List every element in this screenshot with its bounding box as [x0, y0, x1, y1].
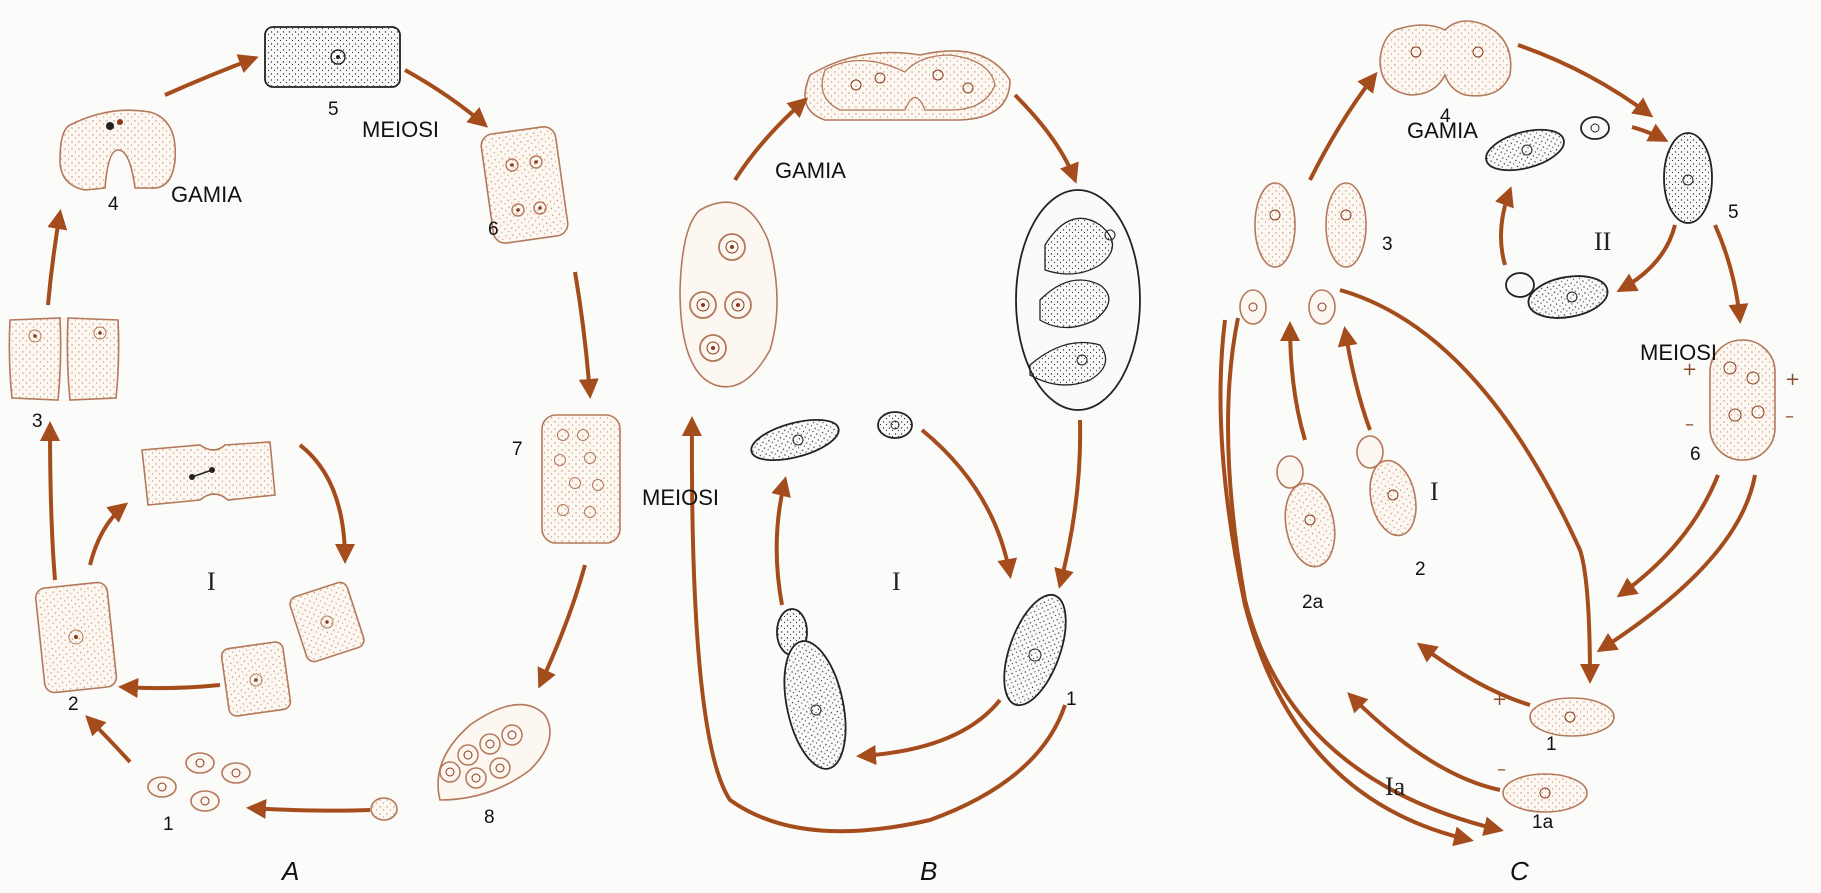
panel-b-diploid-ascus	[1016, 190, 1140, 410]
panel-c-cell-4	[1380, 21, 1511, 96]
panel-c-diploid-budding	[1506, 270, 1611, 323]
panel-c-sign-plus-right: +	[1785, 369, 1800, 390]
panel-c-letter: C	[1510, 856, 1529, 886]
panel-c-num-4: 4	[1440, 106, 1451, 127]
panel-a-num-5: 5	[328, 99, 339, 120]
panel-b-diploid-top-right	[878, 412, 912, 438]
panel-c-sign-minus-1a: –	[1497, 759, 1506, 780]
panel-a-cell-7	[542, 415, 620, 543]
panel-c-cell-3	[1240, 183, 1366, 324]
panel-a-cell-4	[60, 110, 175, 190]
panel-c-cycle-label-i: I	[1430, 477, 1439, 506]
panel-a-letter: A	[280, 856, 299, 886]
panel-b-meiosi-label: MEIOSI	[642, 485, 719, 510]
panel-a-num-8: 8	[484, 807, 495, 828]
panel-a-inner-cell-left	[221, 641, 292, 717]
panel-c-sign-plus-1: +	[1492, 689, 1507, 710]
panel-a-cycle-label: I	[207, 567, 216, 596]
panel-a-num-4: 4	[108, 194, 119, 215]
panel-c-sign-plus-left: +	[1682, 359, 1697, 380]
panel-b-diploid-budding	[774, 609, 856, 774]
panel-c-num-6: 6	[1690, 444, 1701, 465]
panel-a-cell-8	[371, 705, 550, 820]
panel-a-gamia-label: GAMIA	[171, 182, 242, 207]
panel-c-sign-minus-left: –	[1685, 414, 1694, 435]
panel-a-cell-1	[148, 753, 250, 811]
panel-a-num-7: 7	[512, 439, 523, 460]
panel-c-num-2: 2	[1415, 559, 1426, 580]
panel-b-cell-top	[805, 51, 1010, 120]
panel-b-cycle-label: I	[892, 567, 901, 596]
panel-c-num-5: 5	[1728, 202, 1739, 223]
panel-b-diploid-top-left	[747, 412, 843, 468]
panel-c: GAMIA MEIOSI II I Ia 1 1a 2 2a 3 4 5 6 +…	[1221, 21, 1801, 886]
panel-a-inner-cell-right	[288, 580, 366, 663]
panel-c-cycle-label-ia: Ia	[1385, 772, 1406, 801]
panel-a-cell-3	[9, 318, 118, 400]
panel-c-cell-2	[1357, 436, 1422, 540]
panel-a: MEIOSI GAMIA I 1 2 3 4 5 6 7 8 A	[9, 27, 620, 886]
panel-c-num-3: 3	[1382, 234, 1393, 255]
panel-b-letter: B	[920, 856, 937, 886]
panel-a-num-2: 2	[68, 694, 79, 715]
panel-c-num-2a: 2a	[1302, 592, 1324, 613]
panel-a-meiosi-label: MEIOSI	[362, 117, 439, 142]
panel-c-diploid-a	[1482, 117, 1609, 178]
panel-c-meiosi-label: MEIOSI	[1640, 340, 1717, 365]
panel-c-cycle-label-ii: II	[1594, 227, 1611, 256]
panel-c-cell-1	[1530, 698, 1614, 736]
panel-b-ascus	[680, 202, 777, 387]
panel-c-num-1: 1	[1546, 734, 1557, 755]
panel-c-cell-2a	[1277, 456, 1341, 571]
panel-a-num-6: 6	[488, 219, 499, 240]
panel-a-cell-2	[35, 582, 118, 694]
panel-a-inner-cell-top	[142, 442, 275, 505]
panel-a-cell-5	[265, 27, 400, 87]
panel-c-sign-minus-right: –	[1785, 406, 1794, 427]
panel-c-cell-5	[1664, 133, 1712, 223]
panel-b-gamia-label: GAMIA	[775, 158, 846, 183]
panel-b: GAMIA MEIOSI I 1 B	[642, 51, 1140, 886]
panel-a-num-1: 1	[163, 814, 174, 835]
panel-b-num-1: 1	[1066, 689, 1077, 710]
panel-c-num-1a: 1a	[1532, 812, 1554, 833]
panel-a-num-3: 3	[32, 411, 43, 432]
panel-c-cell-6	[1710, 340, 1775, 460]
panel-c-cell-1a	[1503, 774, 1587, 812]
